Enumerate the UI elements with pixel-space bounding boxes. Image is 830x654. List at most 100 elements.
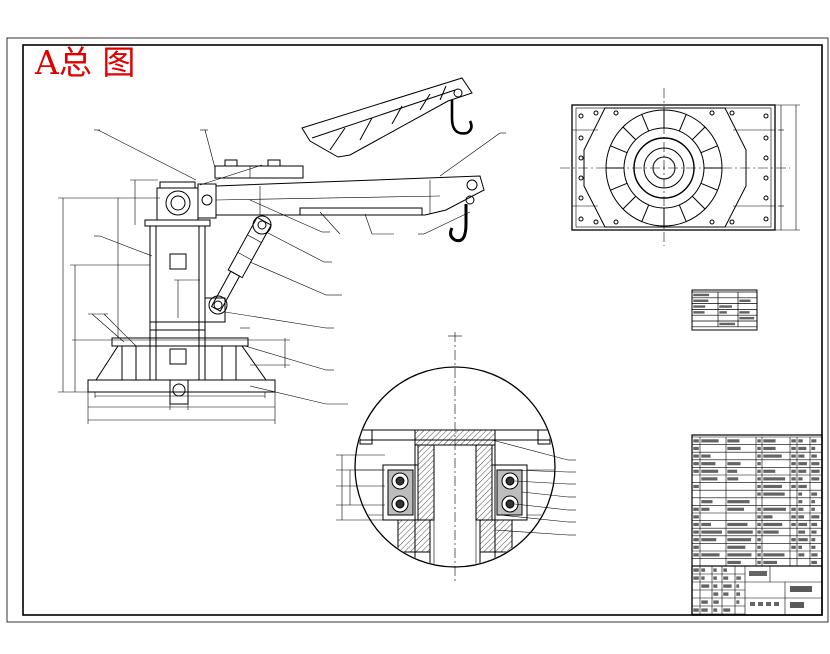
table-cell-mark bbox=[701, 553, 720, 557]
table-cell-mark bbox=[790, 602, 804, 608]
table-cell-mark bbox=[763, 439, 776, 443]
table-cell-mark bbox=[727, 507, 745, 511]
table-cell-mark bbox=[811, 538, 816, 542]
table-cell-mark bbox=[701, 462, 716, 466]
table-cell-mark bbox=[791, 446, 796, 451]
table-cell-mark bbox=[719, 305, 732, 308]
table-cell-mark bbox=[763, 477, 786, 481]
table-cell-mark bbox=[739, 316, 755, 320]
hub-spoke bbox=[622, 195, 637, 210]
table-cell-mark bbox=[798, 530, 806, 534]
bolt-hole bbox=[578, 175, 584, 181]
table-cell-mark bbox=[727, 522, 748, 527]
bolt-hole bbox=[763, 155, 769, 161]
table-cell-mark bbox=[798, 484, 807, 489]
left-bearing bbox=[382, 464, 419, 521]
table-cell-mark bbox=[791, 439, 796, 443]
table-cell-mark bbox=[693, 439, 699, 443]
table-cell-mark bbox=[798, 522, 808, 527]
table-cell-mark bbox=[701, 500, 713, 504]
bolt-hole bbox=[763, 175, 769, 181]
luffing-cylinder bbox=[208, 215, 272, 315]
table-cell-mark bbox=[811, 477, 820, 481]
hub-spoke bbox=[700, 182, 718, 191]
table-cell-mark bbox=[798, 469, 807, 473]
table-cell-mark bbox=[701, 576, 705, 580]
table-cell-mark bbox=[701, 477, 718, 481]
table-cell-mark bbox=[757, 522, 761, 527]
table-cell-mark bbox=[791, 507, 796, 511]
table-cell-mark bbox=[693, 446, 699, 451]
table-cell-mark bbox=[701, 538, 717, 542]
table-cell-mark bbox=[757, 469, 761, 473]
table-cell-mark bbox=[701, 507, 710, 511]
bolt-hole bbox=[593, 110, 599, 116]
bolt-hole bbox=[578, 135, 584, 141]
table-cell-mark bbox=[736, 576, 741, 580]
table-cell-mark bbox=[757, 530, 761, 534]
bolt-hole bbox=[729, 219, 735, 225]
table-cell-mark bbox=[811, 507, 815, 511]
table-cell-mark bbox=[798, 439, 803, 443]
hub-spoke bbox=[691, 195, 706, 210]
boom-top-cylinder bbox=[214, 159, 304, 179]
plan-bolt-holes bbox=[578, 110, 769, 225]
table-cell-mark bbox=[811, 462, 820, 466]
drawing-title: A总 图 bbox=[34, 43, 135, 82]
table-cell-mark bbox=[701, 469, 719, 473]
table-cell-mark bbox=[757, 484, 761, 489]
table-cell-mark bbox=[791, 462, 796, 466]
table-cell-mark bbox=[811, 560, 817, 565]
table-cell-mark bbox=[791, 522, 796, 527]
table-cell-mark bbox=[701, 568, 706, 572]
table-cell-mark bbox=[701, 530, 722, 534]
table-cell-mark bbox=[701, 522, 712, 527]
table-cell-mark bbox=[719, 322, 735, 326]
raised-hook bbox=[450, 100, 473, 135]
table-cell-mark bbox=[763, 560, 778, 565]
table-cell-mark bbox=[791, 538, 796, 542]
bolt-hole bbox=[578, 216, 584, 222]
table-cell-mark bbox=[811, 492, 818, 496]
table-cell-mark bbox=[766, 602, 771, 606]
table-cell-mark bbox=[757, 560, 761, 565]
table-cell-mark bbox=[791, 469, 796, 473]
table-cell-mark bbox=[727, 477, 739, 481]
table-cell-mark bbox=[811, 446, 816, 451]
table-cell-mark bbox=[693, 293, 710, 297]
table-cell-mark bbox=[763, 515, 773, 519]
table-cell-mark bbox=[713, 584, 718, 588]
table-cell-mark bbox=[811, 454, 817, 458]
table-cell-mark bbox=[798, 538, 808, 542]
plan-dimension-lines bbox=[775, 104, 800, 231]
table-cell-mark bbox=[798, 515, 805, 519]
parts-list-table bbox=[691, 434, 823, 616]
table-cell-mark bbox=[701, 608, 708, 612]
table-cell-mark bbox=[719, 311, 727, 314]
table-cell-mark bbox=[811, 553, 818, 557]
table-cell-mark bbox=[693, 305, 706, 308]
table-cell-mark bbox=[723, 608, 731, 612]
table-cell-mark bbox=[693, 462, 699, 466]
hub-spoke bbox=[678, 114, 687, 132]
table-cell-mark bbox=[693, 311, 705, 314]
table-cell-mark bbox=[693, 507, 699, 511]
table-cell-mark bbox=[798, 446, 807, 451]
table-cell-mark bbox=[727, 469, 738, 473]
table-cell-mark bbox=[727, 462, 741, 466]
table-cell-mark bbox=[723, 592, 729, 596]
bolt-hole bbox=[709, 219, 715, 225]
table-cell-mark bbox=[693, 299, 709, 302]
table-cell-mark bbox=[693, 568, 699, 572]
hub-spoke bbox=[691, 126, 706, 141]
table-cell-mark bbox=[757, 462, 761, 466]
bolt-hole bbox=[578, 155, 584, 161]
table-cell-mark bbox=[701, 600, 708, 604]
table-cell-mark bbox=[763, 507, 787, 511]
table-cell-mark bbox=[723, 568, 727, 572]
hub-spoke bbox=[641, 204, 650, 222]
outer-frame bbox=[6, 37, 829, 623]
bolt-hole bbox=[578, 195, 584, 201]
technical-parameters-table bbox=[691, 289, 758, 331]
